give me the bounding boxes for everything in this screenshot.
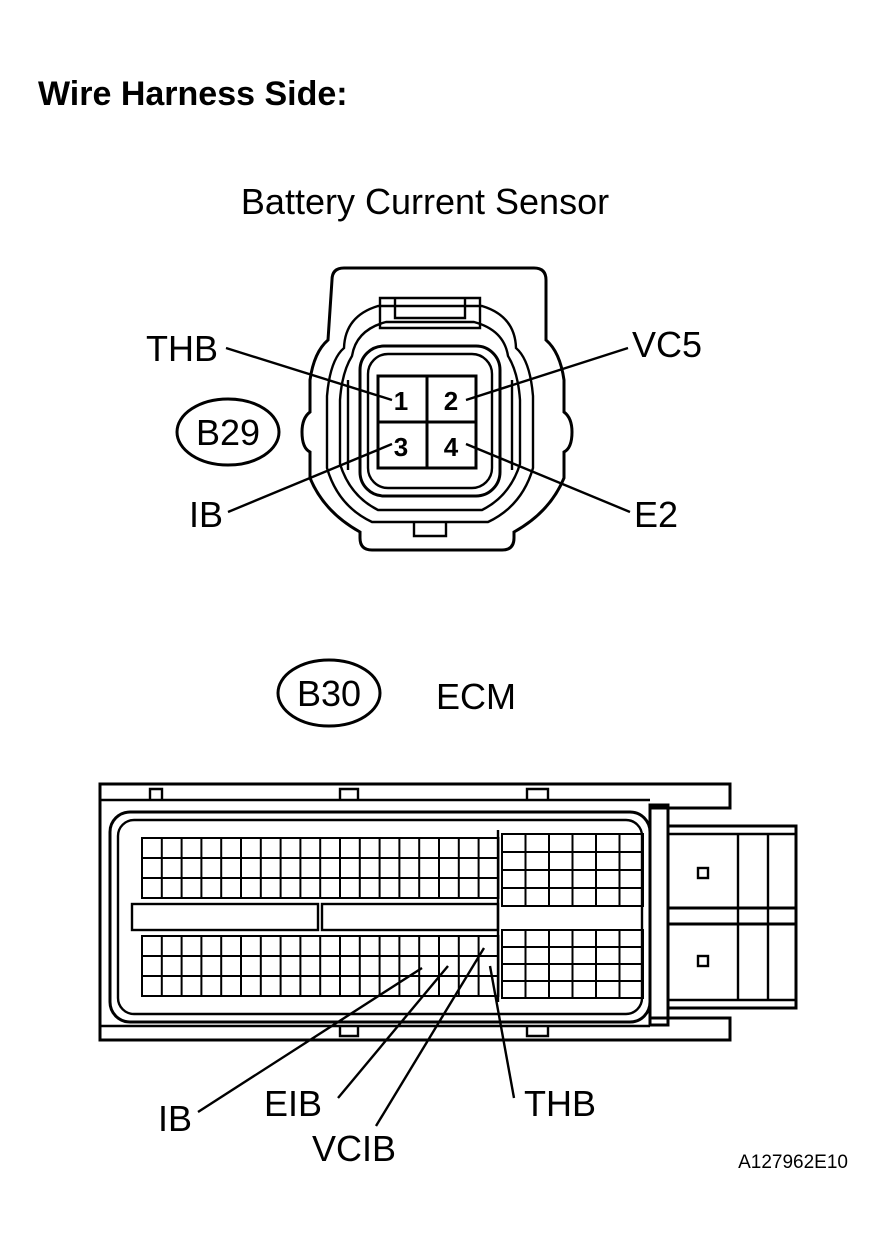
leader-thb (225, 346, 393, 402)
ecm-leader-lines (197, 947, 516, 1127)
connector-code-badge-b30 (276, 658, 382, 728)
signal-label-e2: E2 (634, 494, 678, 535)
ecm-grid-lower-right (501, 929, 644, 999)
sensor-leader-lines (225, 346, 631, 514)
ecm-grid-upper-right (501, 833, 644, 907)
sensor-pin-3: 3 (394, 432, 408, 462)
leader-e2 (465, 442, 631, 514)
leader-ib (227, 442, 393, 514)
ecm-terminal-eib: EIB (264, 1083, 322, 1124)
ecm-connector (98, 782, 798, 1042)
connector-code-b30: B30 (297, 673, 361, 714)
leader-ecm-ib (197, 966, 423, 1114)
sensor-pin-4: 4 (444, 432, 459, 462)
page-heading: Wire Harness Side: (38, 75, 348, 113)
leader-ecm-vcib (374, 947, 486, 1127)
connector-code-b29: B29 (196, 412, 260, 453)
figure-id: A127962E10 (738, 1152, 848, 1173)
signal-label-thb: THB (146, 328, 218, 369)
sensor-connector (300, 266, 574, 552)
sensor-title: Battery Current Sensor (241, 181, 609, 222)
leader-ecm-thb (488, 965, 516, 1099)
sensor-pin-1: 1 (394, 386, 408, 416)
ecm-title: ECM (436, 676, 516, 717)
ecm-terminal-vcib: VCIB (312, 1128, 396, 1169)
ecm-grid-lower-left (141, 935, 500, 997)
ecm-pin-grids (141, 833, 644, 999)
leader-vc5 (465, 346, 629, 402)
ecm-grid-upper-left (141, 837, 500, 899)
connector-code-badge-b29 (175, 397, 281, 467)
signal-label-ib: IB (189, 494, 223, 535)
leader-ecm-eib (337, 965, 449, 1099)
ecm-terminal-thb: THB (524, 1083, 596, 1124)
sensor-pin-2: 2 (444, 386, 458, 416)
signal-label-vc5: VC5 (632, 324, 702, 365)
ecm-terminal-ib: IB (158, 1098, 192, 1139)
